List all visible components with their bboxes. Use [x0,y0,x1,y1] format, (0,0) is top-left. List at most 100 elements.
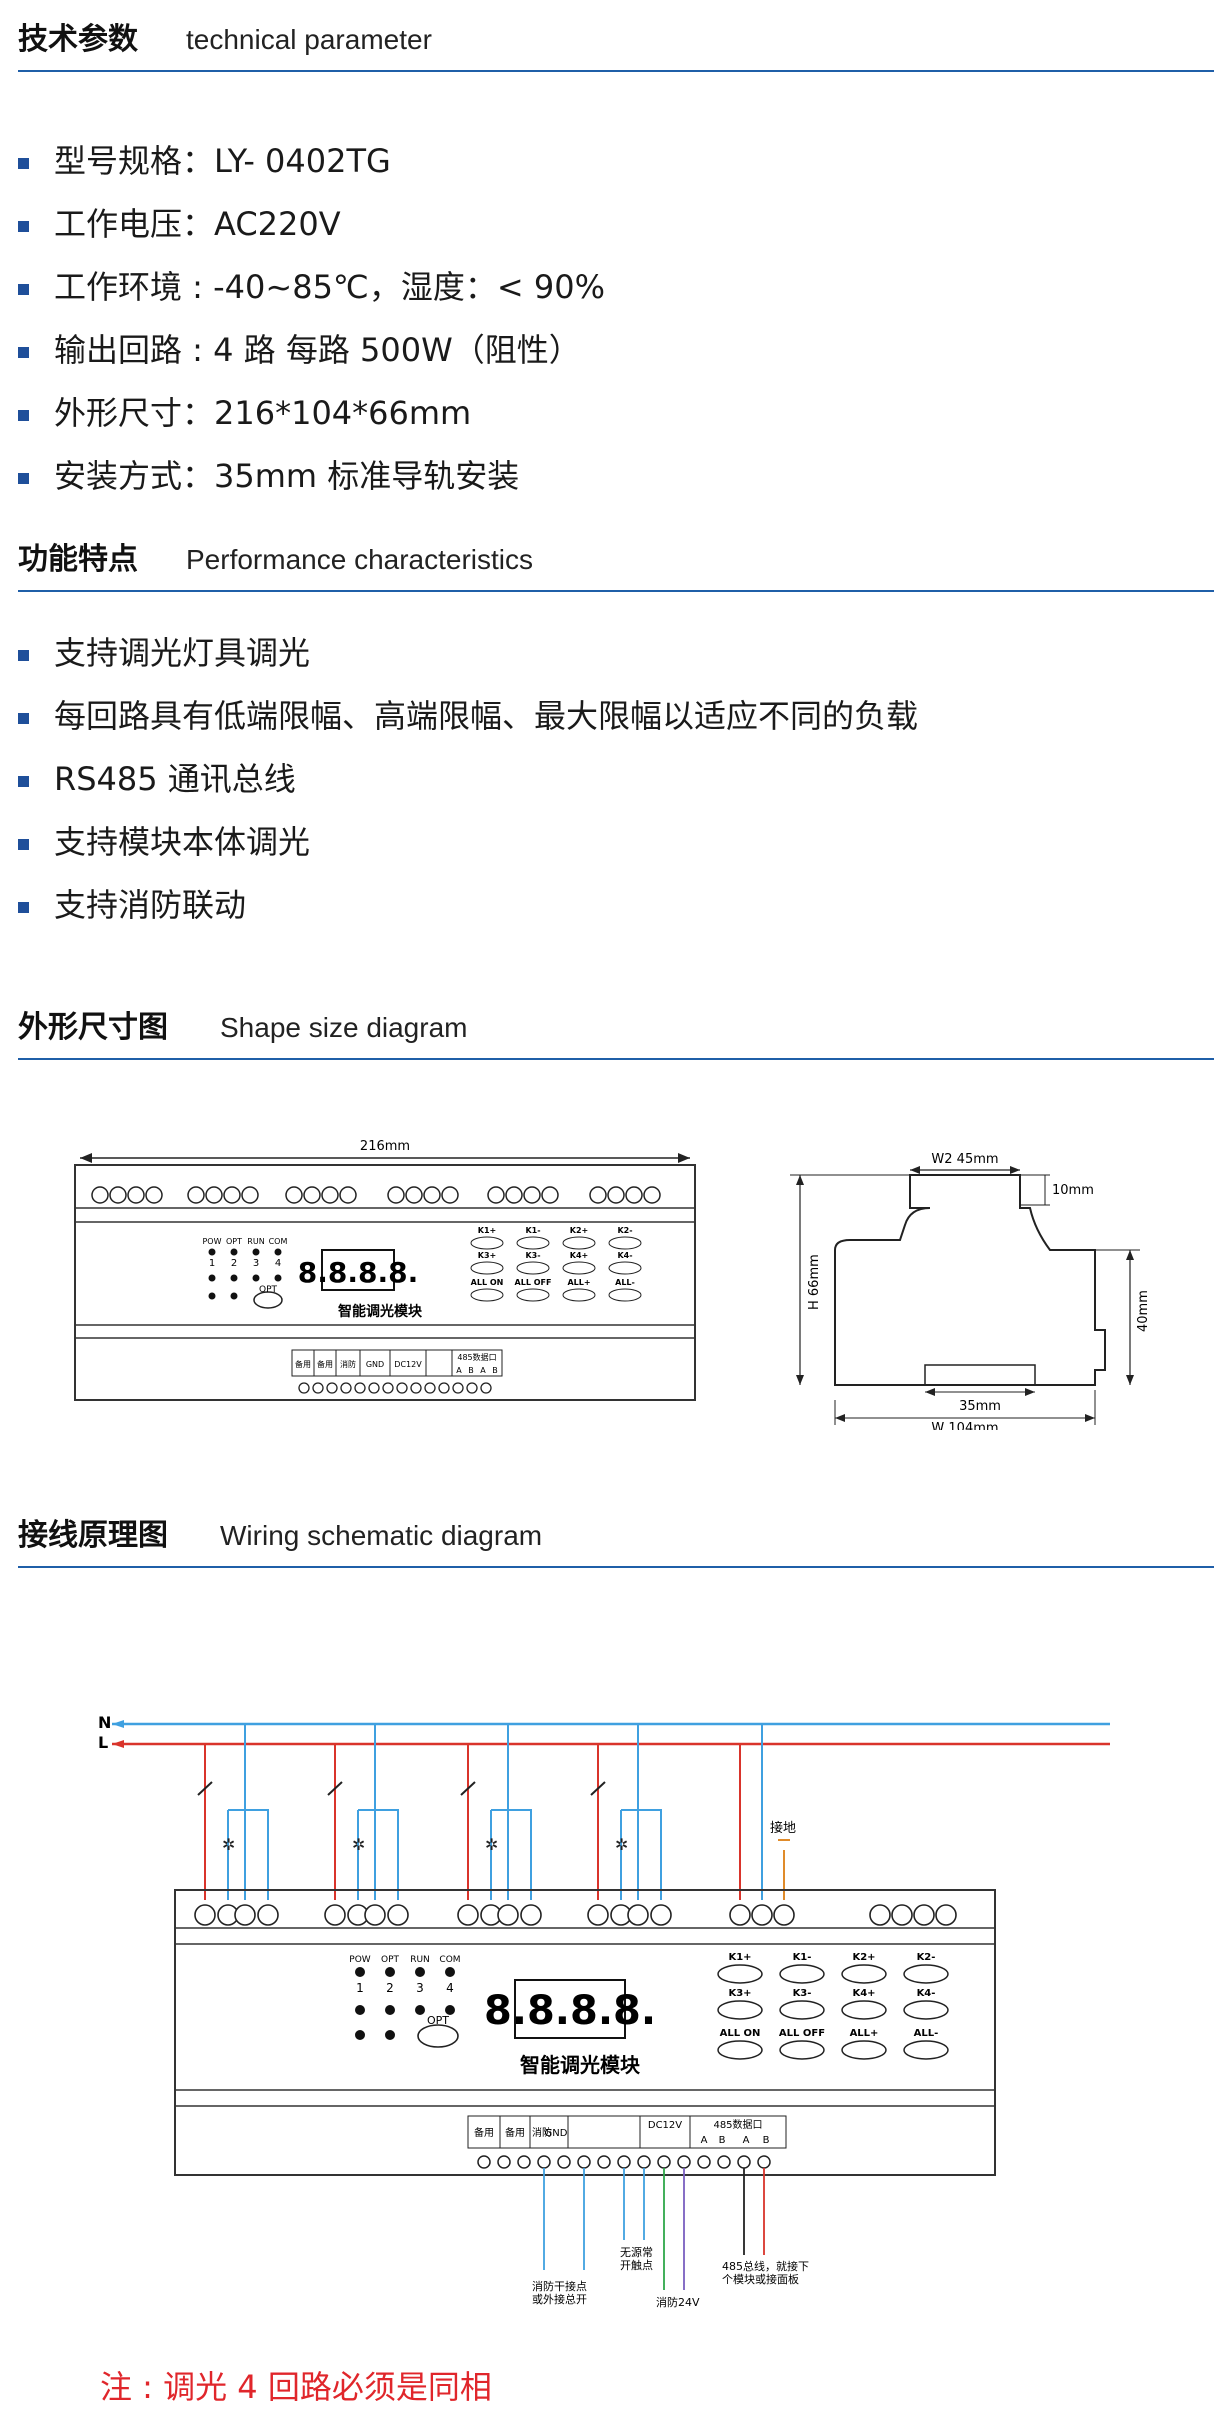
svg-text:OPT: OPT [259,1285,278,1295]
svg-text:K1+: K1+ [478,1226,496,1235]
bullet-square-icon [18,221,29,232]
svg-text:K1-: K1- [525,1226,540,1235]
opt-button [253,1291,283,1309]
list-item: 输出回路 : 4 路 每路 500W（阻性） [18,319,1214,382]
section-title-en: technical parameter [186,24,432,55]
svg-text:485数据口: 485数据口 [713,2118,762,2131]
bullet-square-icon [18,902,29,913]
section-header-shape: 外形尺寸图 Shape size diagram [18,998,1214,1060]
svg-text:ALL ON: ALL ON [471,1278,504,1287]
h10-label: 10mm [1052,1183,1094,1198]
section-title-zh: 接线原理图 [18,1518,168,1553]
bullet-square-icon [18,776,29,787]
module-profile [834,1174,1106,1386]
list-item: 支持模块本体调光 [18,811,1214,874]
section-title-zh: 功能特点 [18,542,138,577]
section-title-en: Wiring schematic diagram [220,1520,543,1551]
segment-display [321,1249,395,1291]
svg-text:✲: ✲ [485,1835,498,1854]
svg-text:ALL-: ALL- [914,2028,939,2039]
svg-text:OPT: OPT [427,2014,449,2027]
section-header-wiring: 接线原理图 Wiring schematic diagram [18,1506,1214,1568]
svg-text:2: 2 [386,1981,394,1995]
svg-text:K3+: K3+ [728,1988,751,1999]
module-body [174,1889,996,2176]
bullet-square-icon [18,347,29,358]
svg-text:K1+: K1+ [728,1952,751,1963]
bottom-label-strip: 备用 备用 消防 GND DC12V 485数据口 A B A B [467,2115,787,2149]
svg-text:消防: 消防 [532,2126,552,2139]
svg-text:K4-: K4- [917,1988,936,1999]
n-label: N [98,1713,111,1732]
control-wires [543,2168,765,2290]
bullet-square-icon [18,839,29,850]
svg-text:ALL+: ALL+ [567,1278,590,1287]
svg-text:ALL ON: ALL ON [720,2028,761,2039]
svg-text:OPT: OPT [226,1237,242,1246]
svg-text:备用: 备用 [317,1359,333,1369]
w-label: W 104mm [931,1421,998,1430]
ground-label: 接地 [770,1820,796,1836]
bullet-square-icon [18,473,29,484]
front-view-diagram: 216mm POW OPT RUN COM 1 2 3 4 OPT 8.8.8.… [74,1139,696,1401]
svg-text:B: B [719,2135,726,2146]
display-digits: 8.8.8.8. [298,1256,418,1289]
rail-label: 35mm [959,1399,1001,1414]
led-indicators: POW OPT RUN COM 1 2 3 4 OPT [349,1955,461,2048]
svg-text:备用: 备用 [474,2126,494,2139]
svg-text:2: 2 [231,1258,237,1269]
width-label: 216mm [360,1139,410,1154]
phase-note: 注 : 调光 4 回路必须是同相 [100,2368,492,2406]
svg-text:GND: GND [366,1360,384,1369]
svg-text:POW: POW [349,1955,371,1965]
svg-text:✲: ✲ [352,1835,365,1854]
segment-display [514,1979,626,2039]
svg-text:COM: COM [439,1955,460,1965]
svg-text:K4-: K4- [617,1251,632,1260]
l-label: L [98,1733,108,1752]
side-view-diagram: W2 45mm 10mm H 66mm 40mm 35mm W 104mm [790,1152,1151,1430]
list-item: 支持调光灯具调光 [18,622,1214,685]
svg-text:ALL OFF: ALL OFF [779,2028,825,2039]
module-body [74,1164,696,1401]
svg-text:DC12V: DC12V [648,2120,682,2131]
svg-text:3: 3 [253,1258,259,1269]
list-item: 每回路具有低端限幅、高端限幅、最大限幅以适应不同的负载 [18,685,1214,748]
section-title-en: Shape size diagram [220,1012,468,1043]
list-item: 支持消防联动 [18,874,1214,937]
list-item: 安装方式：35mm 标准导轨安装 [18,445,1214,508]
feature-list: 支持调光灯具调光 每回路具有低端限幅、高端限幅、最大限幅以适应不同的负载 RS4… [18,622,1214,937]
svg-text:GND: GND [545,2128,568,2139]
svg-text:A: A [701,2135,708,2146]
svg-text:3: 3 [416,1981,424,1995]
svg-text:K2+: K2+ [570,1226,588,1235]
bottom-label-strip: 备用 备用 消防 GND DC12V 485数据口 A B A B [291,1349,503,1377]
led-indicators: POW OPT RUN COM 1 2 3 4 OPT [202,1237,288,1309]
svg-text:K4+: K4+ [570,1251,588,1260]
list-item: 工作电压：AC220V [18,193,1214,256]
svg-text:1: 1 [209,1258,215,1269]
bullet-square-icon [18,410,29,421]
dry-contact-label: 消防干接点或外接总开 [532,2279,587,2306]
h40-label: 40mm [1136,1290,1151,1332]
svg-text:A: A [480,1366,486,1375]
no-source-label: 无源常开触点 [620,2245,653,2272]
svg-text:消防: 消防 [340,1359,356,1369]
svg-text:4: 4 [275,1258,281,1269]
svg-text:A: A [743,2135,750,2146]
svg-text:A: A [456,1366,462,1375]
opt-button [417,2024,459,2048]
svg-text:COM: COM [269,1237,288,1246]
bullet-square-icon [18,713,29,724]
bus-note-label: 485总线，就接下个模块或接面板 [722,2259,809,2286]
h-label: H 66mm [807,1254,822,1310]
svg-text:K3-: K3- [793,1988,812,1999]
bottom-terminal-row [298,1382,492,1394]
svg-text:K2-: K2- [917,1952,936,1963]
svg-text:ALL-: ALL- [615,1278,635,1287]
w2-label: W2 45mm [931,1152,998,1167]
svg-text:DC12V: DC12V [394,1360,422,1369]
svg-text:1: 1 [356,1981,364,1995]
fire-24v-label: 消防24V [656,2295,700,2309]
svg-text:K2+: K2+ [852,1952,875,1963]
